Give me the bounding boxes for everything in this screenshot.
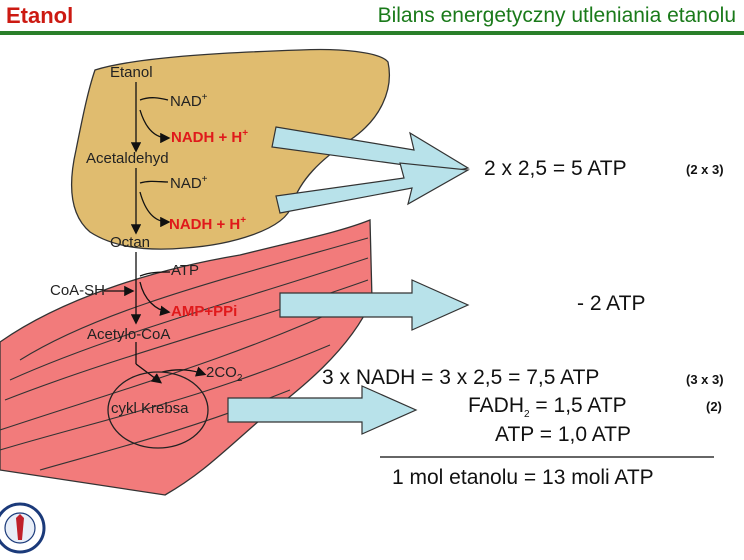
nadh-1-sup: + <box>242 128 249 139</box>
fadh2-text: FADH <box>468 394 525 417</box>
university-seal-icon <box>0 502 46 554</box>
result-nadh-liver: 2 x 2,5 = 5 ATP <box>484 157 627 180</box>
pathway-arrows <box>104 82 207 384</box>
nadh-2-text: NADH + H <box>169 216 241 233</box>
result-fadh2-tag: (2) <box>706 399 722 414</box>
label-co2: 2CO2 <box>206 364 242 384</box>
result-fadh2: FADH2 = 1,5 ATP <box>468 394 627 420</box>
muscle-shape <box>0 219 373 496</box>
label-krebs: cykl Krebsa <box>111 400 189 417</box>
result-atp: ATP = 1,0 ATP <box>495 423 631 446</box>
co2-sub: 2 <box>236 373 243 384</box>
nad-2-sup: + <box>201 174 208 185</box>
label-amp: AMP+PPi <box>171 303 238 320</box>
nadh-1-text: NADH + H <box>171 129 243 146</box>
nad-1-sup: + <box>201 92 208 103</box>
label-atp: ATP <box>171 262 200 279</box>
nadh-2-sup: + <box>240 215 247 226</box>
label-acetylocoa: Acetylo-CoA <box>87 326 171 343</box>
label-etanol: Etanol <box>110 64 153 81</box>
header-divider <box>0 31 744 35</box>
co2-text: 2CO <box>206 364 237 381</box>
arrow-krebs <box>227 385 418 435</box>
label-nadh-2: NADH + H+ <box>169 215 246 233</box>
fadh2-value: = 1,5 ATP <box>529 394 627 417</box>
krebs-cycle-ellipse <box>107 371 209 449</box>
result-krebs-nadh: 3 x NADH = 3 x 2,5 = 7,5 ATP <box>322 366 600 389</box>
label-octan: Octan <box>110 234 151 251</box>
page-title-left: Etanol <box>6 3 74 28</box>
nad-1-text: NAD <box>170 93 202 110</box>
result-amp: - 2 ATP <box>577 292 646 315</box>
label-acetaldehyd: Acetaldehyd <box>86 150 169 167</box>
result-krebs-nadh-tag: (3 x 3) <box>686 372 724 387</box>
result-arrows <box>227 126 470 435</box>
label-nadh-1: NADH + H+ <box>171 128 248 146</box>
page-title-right: Bilans energetyczny utleniania etanolu <box>377 4 736 27</box>
result-nadh-liver-tag: (2 x 3) <box>686 162 724 177</box>
result-total: 1 mol etanolu = 13 moli ATP <box>392 466 654 489</box>
arrow-amp <box>279 279 470 331</box>
nad-2-text: NAD <box>170 175 202 192</box>
label-nad-2: NAD+ <box>170 174 208 192</box>
label-coash: CoA-SH <box>50 282 106 299</box>
fadh2-sub: 2 <box>524 409 530 421</box>
arrow-nadh2 <box>275 162 470 214</box>
label-nad-1: NAD+ <box>170 92 208 110</box>
